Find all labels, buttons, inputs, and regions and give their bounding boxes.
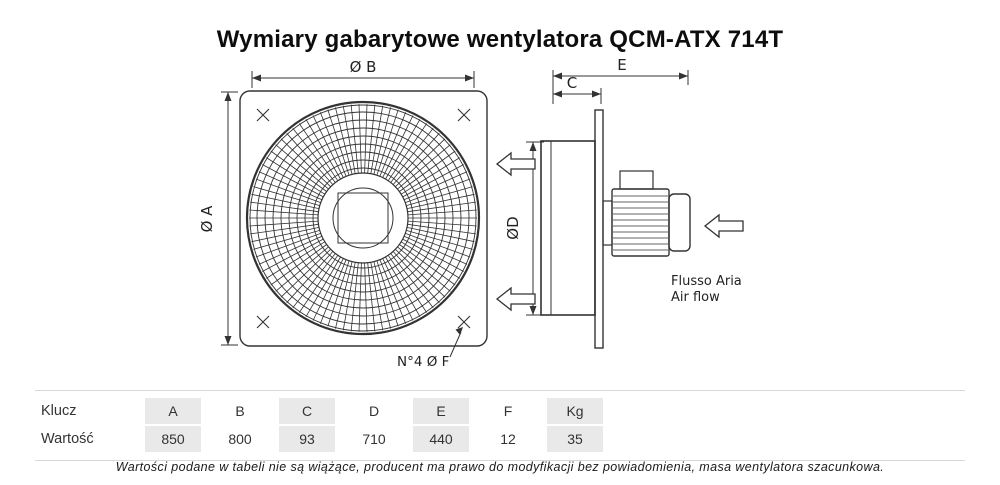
row-label-klucz: Klucz bbox=[41, 403, 77, 419]
dim-a-label: Ø A bbox=[198, 205, 216, 233]
motor bbox=[611, 170, 691, 257]
corner-hole-marks bbox=[256, 108, 471, 329]
value-cell-c: 93 bbox=[279, 426, 335, 452]
dim-b-label: Ø B bbox=[350, 58, 377, 76]
key-cell-c: C bbox=[279, 398, 335, 424]
dim-b bbox=[251, 71, 475, 88]
dim-e-label: E bbox=[617, 58, 626, 74]
dim-d bbox=[526, 141, 544, 316]
key-cell-kg: Kg bbox=[547, 398, 603, 424]
airflow-arrow-out-bottom bbox=[495, 286, 536, 312]
key-cell-b: B bbox=[235, 403, 245, 419]
dimension-diagram: Ø B Ø A N°4 Ø F bbox=[198, 58, 744, 370]
key-cell-a: A bbox=[145, 398, 201, 424]
key-cell-d: D bbox=[368, 403, 380, 419]
dimension-table: Klucz A B C D E F Kg Wartość 850 800 93 … bbox=[35, 390, 965, 461]
value-cell-b: 800 bbox=[228, 431, 252, 447]
value-cell-kg: 35 bbox=[547, 426, 603, 452]
motor-rear-cap bbox=[668, 193, 691, 252]
airflow-label-line2: Air flow bbox=[671, 290, 720, 305]
dim-c bbox=[553, 88, 602, 104]
airflow-label-line1: Flusso Aria bbox=[671, 274, 742, 289]
value-cell-f: 12 bbox=[500, 431, 516, 447]
key-cell-f: F bbox=[503, 403, 513, 419]
airflow-arrow-out-top bbox=[495, 151, 536, 177]
motor-mount bbox=[602, 200, 613, 246]
airflow-arrow-in bbox=[703, 213, 744, 239]
airflow-arrows bbox=[495, 151, 744, 312]
fan-housing bbox=[540, 140, 596, 316]
terminal-box bbox=[619, 170, 654, 190]
side-view bbox=[540, 109, 691, 349]
page-title: Wymiary gabarytowe wentylatora QCM-ATX 7… bbox=[216, 26, 784, 53]
dim-c-label: C bbox=[567, 74, 577, 92]
holes-callout-label: N°4 Ø F bbox=[397, 354, 449, 370]
front-view bbox=[239, 90, 488, 347]
fan-outer-ring bbox=[245, 100, 481, 336]
table-row-keys: Klucz A B C D E F Kg bbox=[35, 398, 965, 424]
row-label-wartosc: Wartość bbox=[41, 431, 94, 447]
flange-plate bbox=[594, 109, 604, 349]
value-cell-d: 710 bbox=[362, 431, 386, 447]
mounting-plate bbox=[239, 90, 488, 347]
key-cell-e: E bbox=[413, 398, 469, 424]
value-cell-e: 440 bbox=[413, 426, 469, 452]
disclaimer-text: Wartości podane w tabeli nie są wiążące,… bbox=[115, 460, 885, 474]
dim-a bbox=[221, 91, 238, 346]
fan-hub bbox=[317, 172, 409, 264]
table-row-values: Wartość 850 800 93 710 440 12 35 bbox=[35, 426, 965, 452]
dim-e bbox=[552, 70, 689, 104]
holes-callout-leader bbox=[449, 327, 463, 358]
fan-spokes bbox=[249, 104, 477, 332]
dim-d-label: ØD bbox=[504, 216, 522, 239]
value-cell-a: 850 bbox=[145, 426, 201, 452]
